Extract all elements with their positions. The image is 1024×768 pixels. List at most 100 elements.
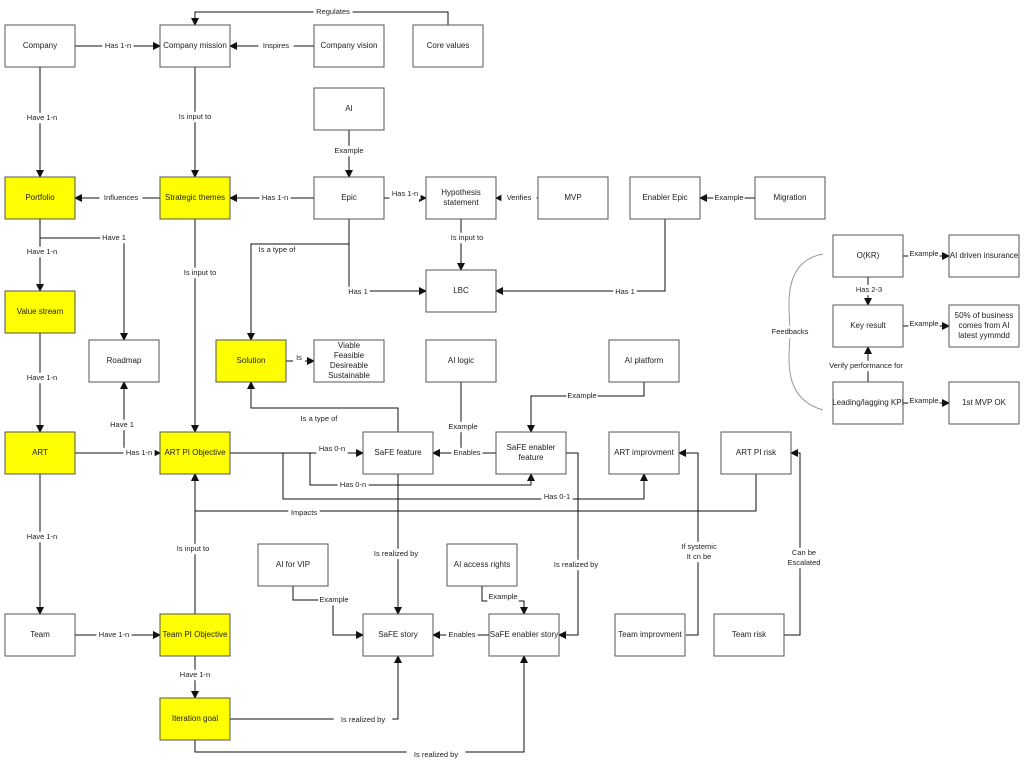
- node-box: [159, 431, 231, 475]
- node-label: AI logic: [448, 356, 474, 365]
- edge-label-bg: [821, 360, 911, 372]
- node-ai-logic: AI logic: [425, 339, 497, 383]
- edge-label-enables-feature: Enables: [453, 448, 480, 457]
- node-box: [412, 24, 484, 68]
- edge-label-bg: [96, 629, 132, 641]
- node-box: [614, 613, 686, 657]
- edge-label-inspires: Inspires: [263, 41, 290, 50]
- node-core-values: Core values: [412, 24, 484, 68]
- edge-label-art-have-team: Have 1-n: [27, 532, 57, 541]
- node-company-mission: Company mission: [159, 24, 231, 68]
- node-lbc: LBC: [425, 269, 497, 313]
- node-label: SaFE enabler: [507, 443, 556, 452]
- node-box: [446, 543, 518, 587]
- node-label: ART PI Objective: [164, 448, 226, 457]
- edge-label-bg: [24, 246, 60, 258]
- edge-label-migration-example: Example: [714, 193, 743, 202]
- node-label: comes from AI: [958, 321, 1009, 330]
- edge-label-bg: [100, 232, 128, 244]
- edge-label-bg: [908, 248, 940, 260]
- node-art: ART: [4, 431, 76, 475]
- node-box: [488, 613, 560, 657]
- edge-label-epic-has-hypo: Has 1-n: [392, 189, 418, 198]
- edge-label-bg: [333, 145, 365, 157]
- edge-label-bg: [546, 559, 606, 571]
- edge-label-bg: [99, 192, 143, 204]
- node-label: Key result: [850, 321, 886, 330]
- edge-label-has-0n-enabler: Has 0-n: [340, 480, 366, 489]
- node-label: Company: [23, 41, 57, 50]
- edge-label-bg: [853, 284, 885, 296]
- edge-label-has-01-impr: Has 0-1: [544, 492, 570, 501]
- node-box: [88, 339, 160, 383]
- edge-label-bg: [259, 192, 291, 204]
- node-label: Desireable: [330, 361, 369, 370]
- node-portfolio: Portfolio: [4, 176, 76, 220]
- node-label: Iteration goal: [172, 714, 218, 723]
- node-box: [215, 339, 287, 383]
- node-safe-enabler-story: SaFE enabler story: [488, 613, 560, 657]
- node-label: Hypothesis: [441, 188, 481, 197]
- node-leading-lagging-kpi: Leading/lagging KPI: [832, 381, 904, 425]
- node-team-improvment: Team improvment: [614, 613, 686, 657]
- edge-label-feature-realized: Is realized by: [374, 549, 418, 558]
- edge-label-bg: [288, 507, 320, 519]
- edge-label-kr-example: Example: [909, 319, 938, 328]
- edge-label-portfolio-have-vs: Have 1-n: [27, 247, 57, 256]
- edge-label-team-obj-have-iter: Have 1-n: [180, 670, 210, 679]
- edge-label-bg: [177, 669, 213, 681]
- edge-label-team-obj-input: Is input to: [177, 544, 210, 553]
- node-enabler-epic: Enabler Epic: [629, 176, 701, 220]
- edge-label-bg: [681, 551, 717, 563]
- edge-label-iter-realized-story: Is realized by: [341, 715, 385, 724]
- edge-label-bg: [316, 443, 348, 455]
- edge-label-enables-story: Enables: [448, 630, 475, 639]
- edge-label-themes-input: Is input to: [184, 268, 217, 277]
- node-label: ART improvment: [614, 448, 675, 457]
- node-ai: AI: [313, 87, 385, 131]
- edge-label-bg: [766, 325, 814, 339]
- node-box: [948, 304, 1020, 348]
- node-label: Company mission: [163, 41, 227, 50]
- node-label: Roadmap: [107, 356, 142, 365]
- edge-label-influences: Influences: [104, 193, 138, 202]
- edge-label-epic-has-themes: Has 1-n: [262, 193, 288, 202]
- edge-label-feedbacks: Feedbacks: [772, 327, 809, 336]
- node-box: [159, 176, 231, 220]
- node-label: ART: [32, 448, 48, 457]
- node-first-mvp-ok: 1st MVP OK: [948, 381, 1020, 425]
- edge-label-bg: [613, 286, 637, 298]
- edge-label-ai-vip-example: Example: [319, 595, 348, 604]
- node-iteration-goal: Iteration goal: [159, 697, 231, 741]
- node-box: [425, 176, 497, 220]
- node-label: SaFE story: [378, 630, 418, 639]
- edge-label-bg: [108, 419, 136, 431]
- edge-label-bg: [24, 372, 60, 384]
- node-box: [159, 613, 231, 657]
- edge-label-bg: [541, 491, 573, 503]
- edge-label-can-be-2: Escalated: [788, 558, 821, 567]
- edge-label-bg: [24, 531, 60, 543]
- edge-label-okr-example: Example: [909, 249, 938, 258]
- edge-label-art-have-roadmap: Have 1: [110, 420, 134, 429]
- node-box: [4, 431, 76, 475]
- node-key-result: Key result: [832, 304, 904, 348]
- node-label: Team PI Objective: [163, 630, 228, 639]
- edge-label-if-systemic-1: If systemic: [681, 542, 717, 551]
- node-box: [313, 176, 385, 220]
- edge-label-bg: [313, 6, 353, 18]
- edge-ai-logic-example: [432, 382, 462, 457]
- edge-label-iter-realized-enabler: Is realized by: [414, 750, 458, 759]
- node-label: O(KR): [857, 251, 880, 260]
- node-label: AI driven insurance: [950, 251, 1019, 260]
- edge-is-a-type-of-epic: [247, 219, 350, 341]
- node-label: Sustainable: [328, 371, 370, 380]
- node-mvp: MVP: [537, 176, 609, 220]
- node-box: [313, 87, 385, 131]
- node-box: [313, 24, 385, 68]
- node-box: [4, 613, 76, 657]
- edge-label-bg: [171, 111, 219, 123]
- edge-label-bg: [675, 541, 723, 553]
- edge-has-01-impr: [282, 453, 648, 500]
